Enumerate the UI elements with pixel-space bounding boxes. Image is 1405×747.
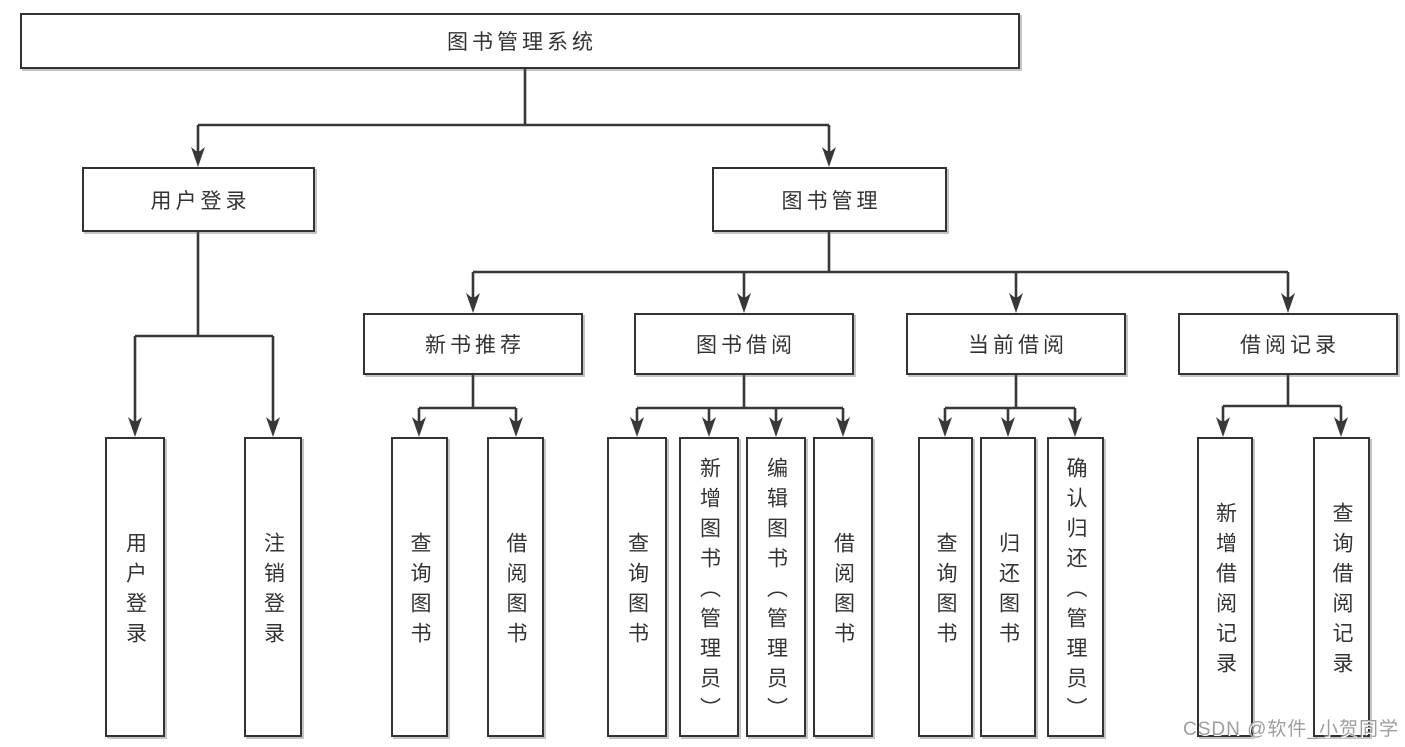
- leaf-add-borrow-record: 新增借阅记录: [1197, 437, 1253, 737]
- csdn-watermark: CSDN @软件_小贺同学: [1183, 719, 1399, 740]
- leaf-query-books-recommend: 查询图书: [391, 437, 448, 737]
- leaf-query-borrow-record: 查询借阅记录: [1313, 437, 1370, 737]
- leaf-user-login: 用户登录: [105, 437, 165, 737]
- leaf-query-books-current: 查询图书: [918, 437, 973, 737]
- leaf-add-book-admin: 新增图书（管理员）: [679, 437, 739, 737]
- leaf-borrow-books: 借阅图书: [813, 437, 873, 737]
- node-borrowing-records: 借阅记录: [1178, 313, 1398, 375]
- leaf-edit-book-admin: 编辑图书（管理员）: [746, 437, 806, 737]
- leaf-borrow-books-recommend: 借阅图书: [487, 437, 544, 737]
- node-book-management: 图书管理: [712, 167, 947, 232]
- node-book-borrowing: 图书借阅: [634, 313, 854, 375]
- leaf-logout: 注销登录: [244, 437, 302, 737]
- leaf-query-books-borrowing: 查询图书: [607, 437, 667, 737]
- leaf-return-books: 归还图书: [980, 437, 1036, 737]
- node-new-book-recommendation: 新书推荐: [363, 313, 583, 375]
- node-current-borrowing: 当前借阅: [906, 313, 1126, 375]
- leaf-confirm-return-admin: 确认归还（管理员）: [1047, 437, 1104, 737]
- node-library-management-system: 图书管理系统: [20, 13, 1020, 69]
- node-user-login: 用户登录: [82, 167, 315, 232]
